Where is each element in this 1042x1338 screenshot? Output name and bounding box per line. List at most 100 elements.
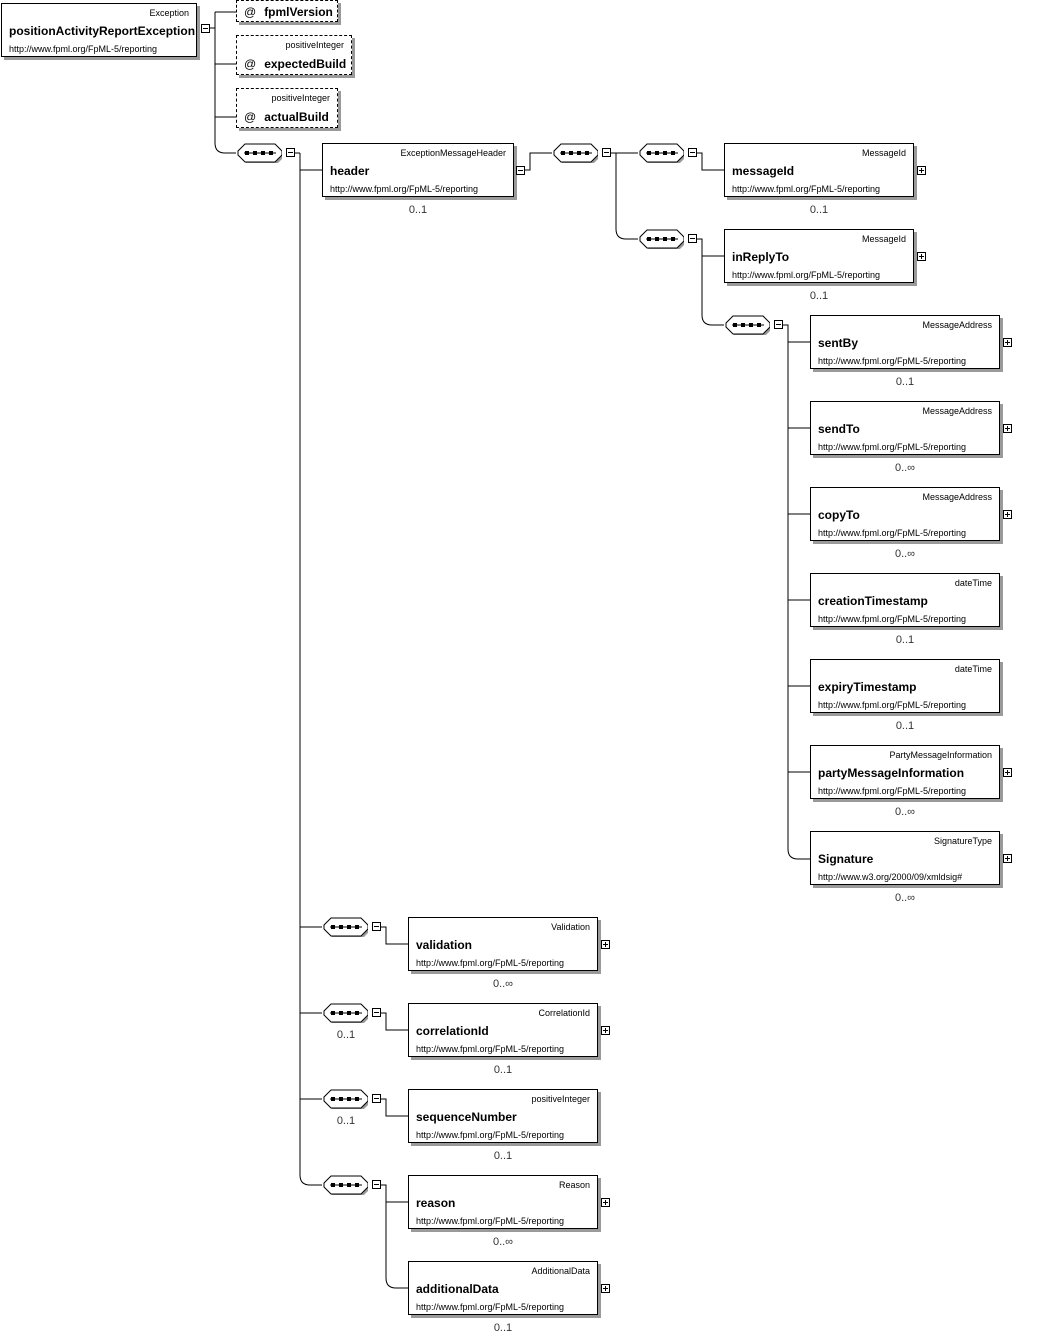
sequence-compositor-icon: [323, 1003, 368, 1023]
element-name: inReplyTo: [732, 250, 790, 264]
sequence-collapse-icon[interactable]: [372, 1180, 381, 1189]
expand-icon[interactable]: [917, 166, 926, 175]
element-name: partyMessageInformation: [818, 766, 965, 780]
cardinality-label: 0..1: [895, 720, 915, 732]
cardinality-label: 0..∞: [894, 548, 916, 560]
sequence-compositor-icon: [639, 229, 684, 249]
messageId-element-box[interactable]: MessageId messageId http://www.fpml.org/Fp…: [724, 143, 914, 197]
sequence-collapse-icon[interactable]: [602, 148, 611, 157]
element-type: Reason: [558, 1180, 590, 1190]
sequence-collapse-icon[interactable]: [774, 320, 783, 329]
cardinality-label: 0..∞: [894, 462, 916, 474]
element-namespace: http://www.fpml.org/FpML-5/reporting: [416, 1216, 565, 1226]
attribute-type: positiveInteger: [285, 40, 344, 50]
element-type: CorrelationId: [538, 1008, 590, 1018]
expand-icon[interactable]: [601, 1026, 610, 1035]
validation-element-box[interactable]: Validation validation http://www.fpml.org/…: [408, 917, 598, 971]
sequence-collapse-icon[interactable]: [688, 148, 697, 157]
attribute-type: positiveInteger: [271, 93, 330, 103]
cardinality-label: 0..1: [493, 1322, 513, 1334]
sequence-collapse-icon[interactable]: [372, 922, 381, 931]
element-type: SignatureType: [933, 836, 992, 846]
element-name: reason: [416, 1196, 456, 1210]
element-namespace: http://www.fpml.org/FpML-5/reporting: [416, 958, 565, 968]
expand-icon[interactable]: [917, 252, 926, 261]
cardinality-label: 0..1: [895, 634, 915, 646]
element-name: Signature: [818, 852, 874, 866]
sequence-compositor-icon: [323, 917, 368, 937]
element-type: dateTime: [954, 578, 992, 588]
element-namespace: http://www.fpml.org/FpML-5/reporting: [818, 442, 967, 452]
element-name: header: [330, 164, 370, 178]
attribute-symbol: @: [244, 110, 257, 124]
sequence-collapse-icon[interactable]: [372, 1008, 381, 1017]
expand-icon[interactable]: [601, 1198, 610, 1207]
attribute-symbol: @: [244, 57, 257, 71]
element-namespace: http://www.fpml.org/FpML-5/reporting: [818, 356, 967, 366]
cardinality-label: 0..1: [809, 290, 829, 302]
cardinality-label: 0..∞: [492, 1236, 514, 1248]
sequence-compositor-icon: [725, 315, 770, 335]
expand-icon[interactable]: [1003, 510, 1012, 519]
element-type: MessageId: [861, 148, 906, 158]
sequence-collapse-icon[interactable]: [372, 1094, 381, 1103]
element-type: MessageId: [861, 234, 906, 244]
expand-icon[interactable]: [1003, 768, 1012, 777]
element-type: Validation: [551, 922, 590, 932]
element-name: validation: [416, 938, 473, 952]
root-name: positionActivityReportException: [9, 24, 196, 38]
header-collapse-icon[interactable]: [516, 166, 525, 175]
cardinality-label: 0..1: [493, 1150, 513, 1162]
attribute-name: expectedBuild: [264, 57, 347, 71]
expand-icon[interactable]: [1003, 854, 1012, 863]
element-namespace: http://www.fpml.org/FpML-5/reporting: [416, 1302, 565, 1312]
element-type: MessageAddress: [922, 406, 992, 416]
cardinality-label: 0..1: [336, 1115, 356, 1127]
attribute-name: fpmlVersion: [264, 5, 333, 19]
element-type: AdditionalData: [531, 1266, 590, 1276]
element-name: sequenceNumber: [416, 1110, 517, 1124]
root-namespace: http://www.fpml.org/FpML-5/reporting: [9, 44, 158, 54]
element-namespace: http://www.fpml.org/FpML-5/reporting: [818, 528, 967, 538]
partyMessageInformation-element-box[interactable]: PartyMessageInformation partyMessageInfor…: [810, 745, 1000, 799]
attribute-actualBuild[interactable]: positiveInteger @actualBuild: [236, 88, 338, 128]
element-type: PartyMessageInformation: [889, 750, 992, 760]
element-namespace: http://www.fpml.org/FpML-5/reporting: [330, 184, 479, 194]
cardinality-label: 0..1: [809, 204, 829, 216]
attribute-expectedBuild[interactable]: positiveInteger @ expectedBuild: [236, 35, 352, 75]
expand-icon[interactable]: [1003, 424, 1012, 433]
element-name: expiryTimestamp: [818, 680, 917, 694]
element-name: messageId: [732, 164, 795, 178]
sequence-collapse-icon[interactable]: [286, 148, 295, 157]
attribute-symbol: @: [244, 5, 257, 19]
cardinality-label: 0..∞: [894, 806, 916, 818]
element-namespace: http://www.fpml.org/FpML-5/reporting: [732, 184, 881, 194]
root-collapse-icon[interactable]: [201, 24, 210, 33]
element-name: copyTo: [818, 508, 860, 522]
element-namespace: http://www.w3.org/2000/09/xmldsig#: [818, 872, 963, 882]
expand-icon[interactable]: [601, 1284, 610, 1293]
expand-icon[interactable]: [601, 940, 610, 949]
element-type: MessageAddress: [922, 320, 992, 330]
expand-icon[interactable]: [1003, 338, 1012, 347]
attribute-fpmlVersion[interactable]: @ fpmlVersion: [236, 0, 338, 22]
cardinality-label: 0..1: [336, 1029, 356, 1041]
cardinality-label: 0..1: [895, 376, 915, 388]
sequence-compositor-icon: [237, 143, 282, 163]
sequence-collapse-icon[interactable]: [688, 234, 697, 243]
root-element-box[interactable]: Exception positionActivityReportExceptio…: [1, 3, 197, 57]
cardinality-label: 0..1: [493, 1064, 513, 1076]
header-element-box[interactable]: ExceptionMessageHeader header http://www…: [322, 143, 514, 197]
reason-element-box[interactable]: Reason reason http://www.fpml.org/FpML-5/r…: [408, 1175, 598, 1229]
